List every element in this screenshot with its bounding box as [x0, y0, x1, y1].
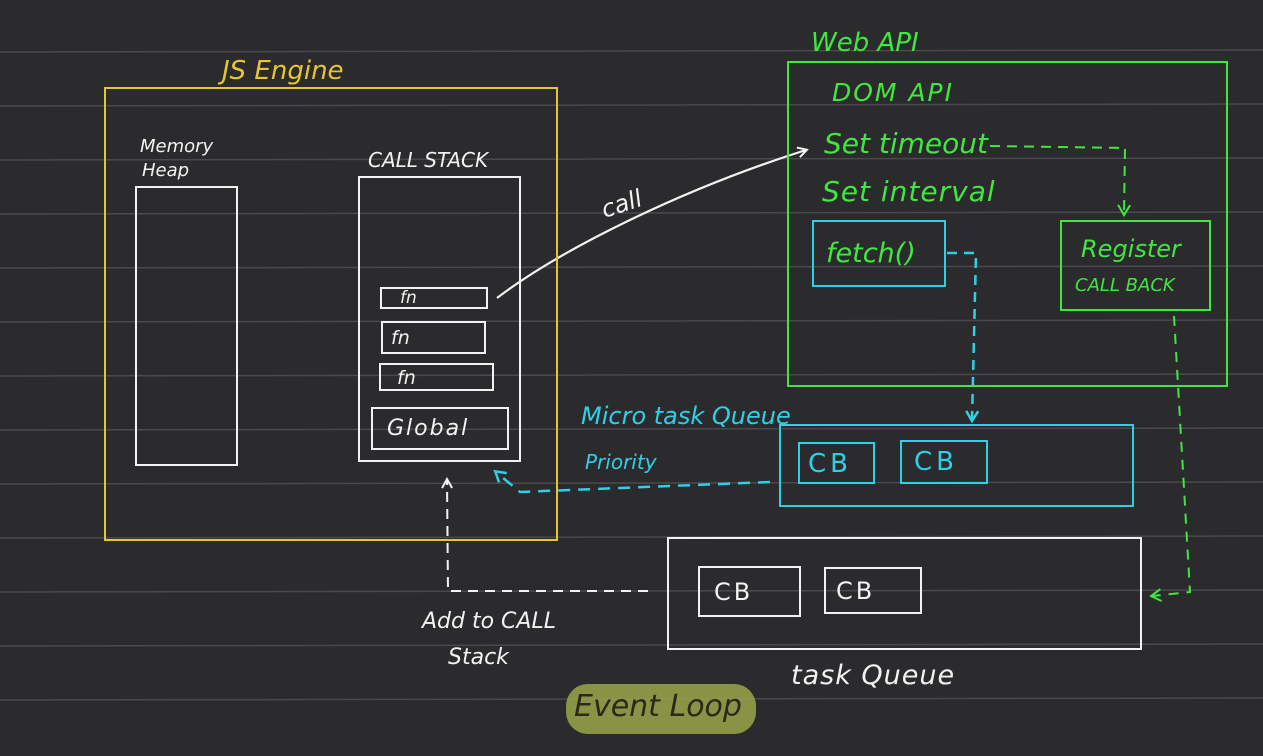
call-stack-frame-global: Global	[371, 407, 509, 450]
frame-label: fn	[397, 367, 416, 389]
fetch-label: fetch()	[826, 238, 916, 269]
event-loop-highlight	[566, 684, 756, 734]
task-item-label: CB	[836, 577, 876, 605]
call-arrow	[496, 150, 806, 299]
fetch-box: fetch()	[812, 220, 946, 287]
web-api-box	[787, 61, 1228, 387]
microtask-item-label: CB	[914, 447, 958, 477]
add-to-call-stack-label-line1: Add to CALL	[422, 609, 556, 634]
memory-heap-label-line2: Heap	[142, 160, 190, 181]
task-item: CB	[698, 566, 801, 617]
call-stack-label: CALL STACK	[368, 148, 489, 172]
call-stack-frame: fn	[381, 321, 486, 354]
call-stack-frame: fn	[380, 287, 488, 309]
register-to-taskqueue-arrow	[1149, 315, 1192, 602]
microtask-queue-label: Micro task Queue	[581, 402, 791, 430]
set-timeout-label: Set timeout	[824, 127, 988, 160]
frame-label: fn	[391, 327, 410, 349]
frame-label: Global	[387, 416, 470, 441]
event-loop-label: Event Loop	[574, 689, 742, 724]
microtask-queue-box	[779, 424, 1134, 507]
web-api-title: Web API	[811, 28, 919, 58]
fetch-to-microtask-arrow	[947, 251, 976, 420]
call-stack-box	[358, 176, 521, 462]
priority-label: Priority	[585, 450, 657, 474]
callback-label: CALL BACK	[1075, 275, 1175, 296]
memory-heap-label-line1: Memory	[140, 136, 214, 157]
settimeout-to-register-arrow	[989, 145, 1131, 217]
call-stack-frame: fn	[379, 363, 494, 391]
register-callback-box: Register CALL BACK	[1060, 220, 1211, 311]
register-label: Register	[1081, 235, 1181, 263]
memory-heap-box	[135, 186, 238, 466]
set-interval-label: Set interval	[822, 175, 996, 208]
frame-label: fn	[400, 288, 417, 308]
task-item: CB	[824, 567, 922, 614]
taskqueue-to-callstack-arrow	[447, 480, 648, 592]
microtask-item: CB	[798, 442, 875, 484]
microtask-item: CB	[900, 440, 988, 484]
dom-api-label: DOM API	[832, 78, 954, 107]
task-queue-label: task Queue	[791, 660, 956, 691]
add-to-call-stack-label-line2: Stack	[448, 645, 509, 670]
task-queue-box	[667, 537, 1142, 650]
js-engine-title: JS Engine	[222, 56, 344, 86]
js-engine-box	[104, 87, 558, 541]
task-item-label: CB	[714, 578, 754, 606]
microtask-item-label: CB	[808, 449, 852, 479]
microtask-to-callstack-arrow	[496, 472, 771, 494]
